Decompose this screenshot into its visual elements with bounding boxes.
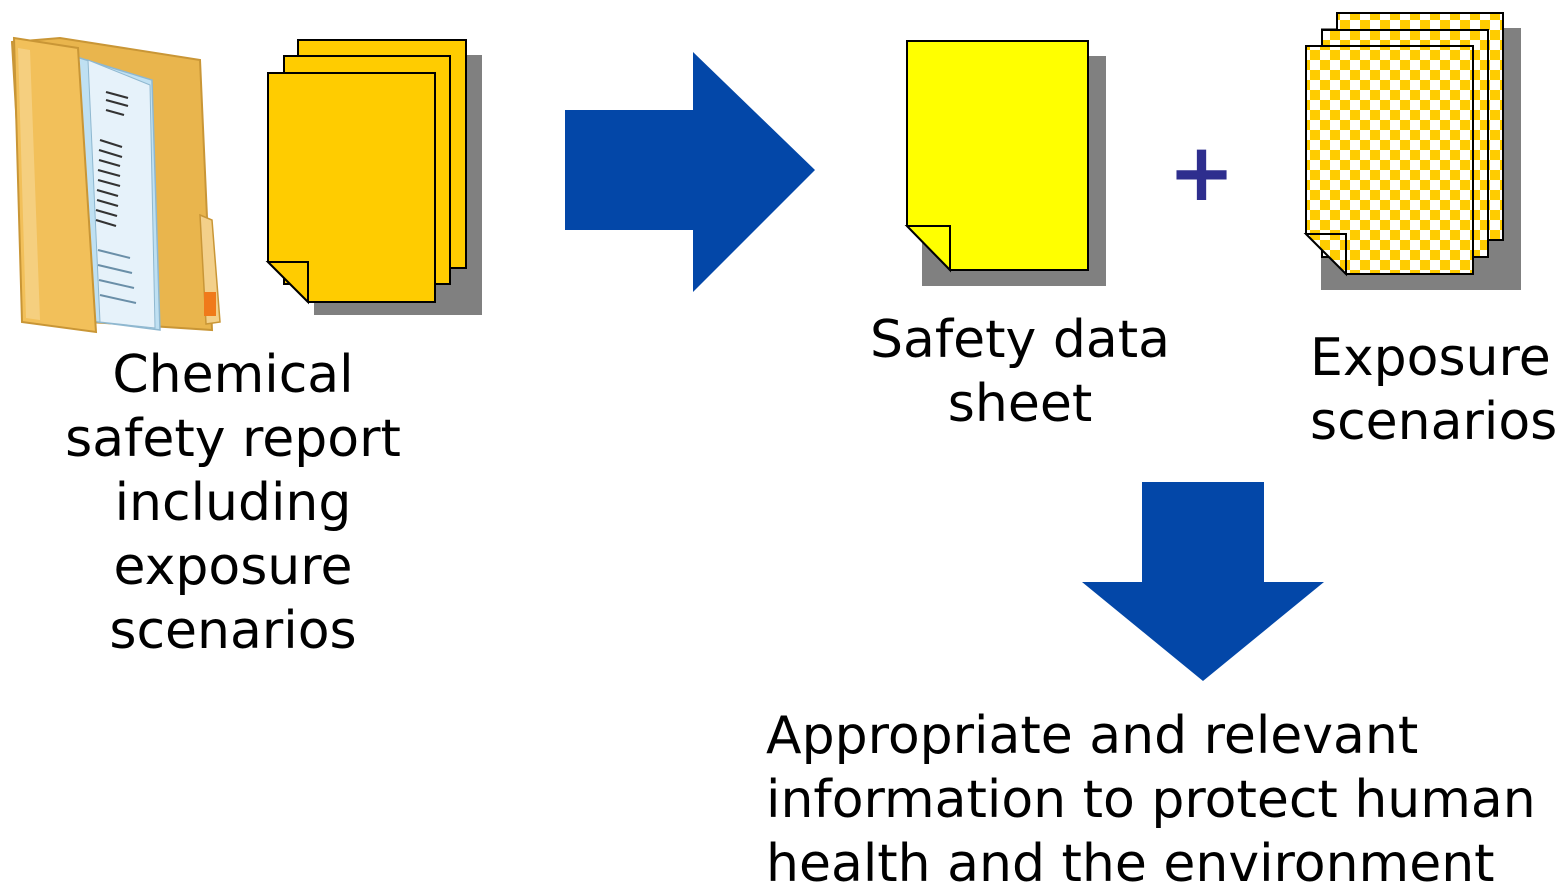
label-line: scenarios: [1310, 392, 1558, 452]
plus-operator: +: [1168, 126, 1236, 219]
label-line: exposure: [113, 537, 353, 597]
checkered-document-stack-icon: [1303, 12, 1521, 290]
label-line: Chemical: [112, 345, 354, 405]
exposure-scenarios-label: Exposure scenarios: [1290, 326, 1567, 454]
label-line: scenarios: [109, 601, 357, 661]
arrow-down-icon: [1082, 482, 1324, 681]
label-line: sheet: [947, 374, 1093, 434]
outcome-label: Appropriate and relevant information to …: [766, 704, 1566, 896]
label-line: Exposure: [1310, 328, 1551, 388]
safety-data-sheet-label: Safety data sheet: [820, 308, 1220, 436]
label-line: Safety data: [870, 310, 1170, 370]
arrow-right-icon: [565, 52, 815, 292]
chemical-safety-report-label: Chemical safety report including exposur…: [33, 343, 433, 663]
label-line: safety report: [65, 409, 401, 469]
label-line: health and the environment: [766, 834, 1495, 894]
document-icon: [904, 40, 1106, 286]
label-line: information to protect human: [766, 770, 1536, 830]
label-line: including: [114, 473, 352, 533]
document-stack-icon: [265, 39, 482, 315]
folder-with-documents-icon: [10, 36, 221, 334]
label-line: Appropriate and relevant: [766, 706, 1419, 766]
